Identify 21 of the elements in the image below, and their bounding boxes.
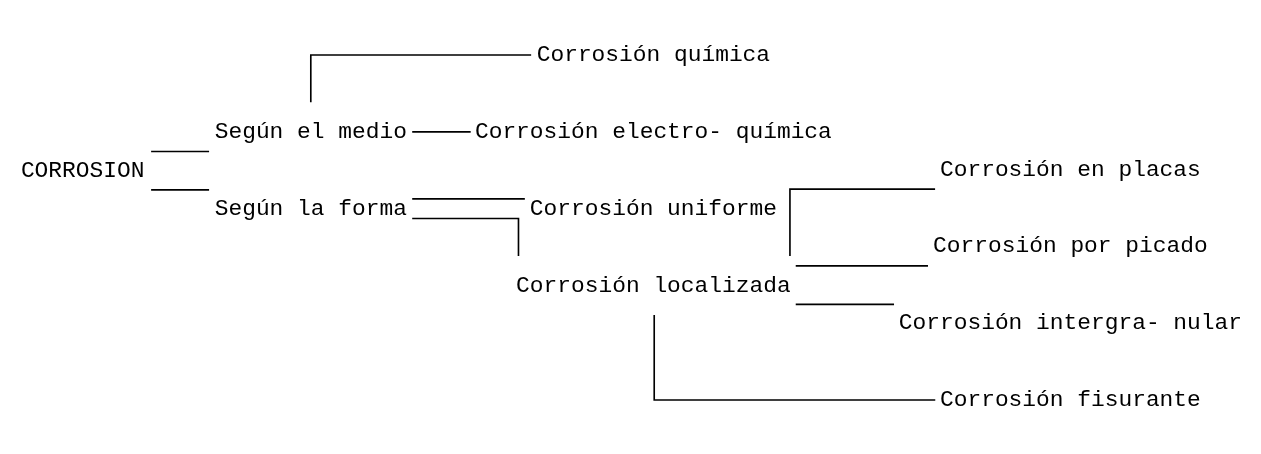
node-text: Según la forma [214, 195, 407, 222]
connector [789, 187, 936, 257]
connector [150, 188, 210, 191]
node-text: Corrosión en placas [939, 156, 1201, 182]
connector [411, 197, 526, 200]
node-text: Corrosión por picado [933, 232, 1208, 259]
node-text: Corrosión intergra- nular [898, 309, 1242, 336]
node-text: Corrosión electro- química [474, 118, 832, 145]
node-text: Corrosión fisurante [939, 386, 1201, 413]
node-text: Según el medio [214, 118, 407, 145]
node-text: Corrosión localizada [516, 272, 791, 299]
connector [411, 217, 520, 257]
node-text: CORROSION [20, 157, 145, 184]
connector [794, 264, 929, 267]
connector [310, 53, 532, 103]
node-text: Corrosión química [536, 41, 771, 68]
connector [411, 130, 472, 133]
connector [653, 313, 937, 401]
node-text: Corrosión uniforme [529, 195, 777, 222]
connector [150, 150, 210, 152]
connector [794, 303, 895, 305]
